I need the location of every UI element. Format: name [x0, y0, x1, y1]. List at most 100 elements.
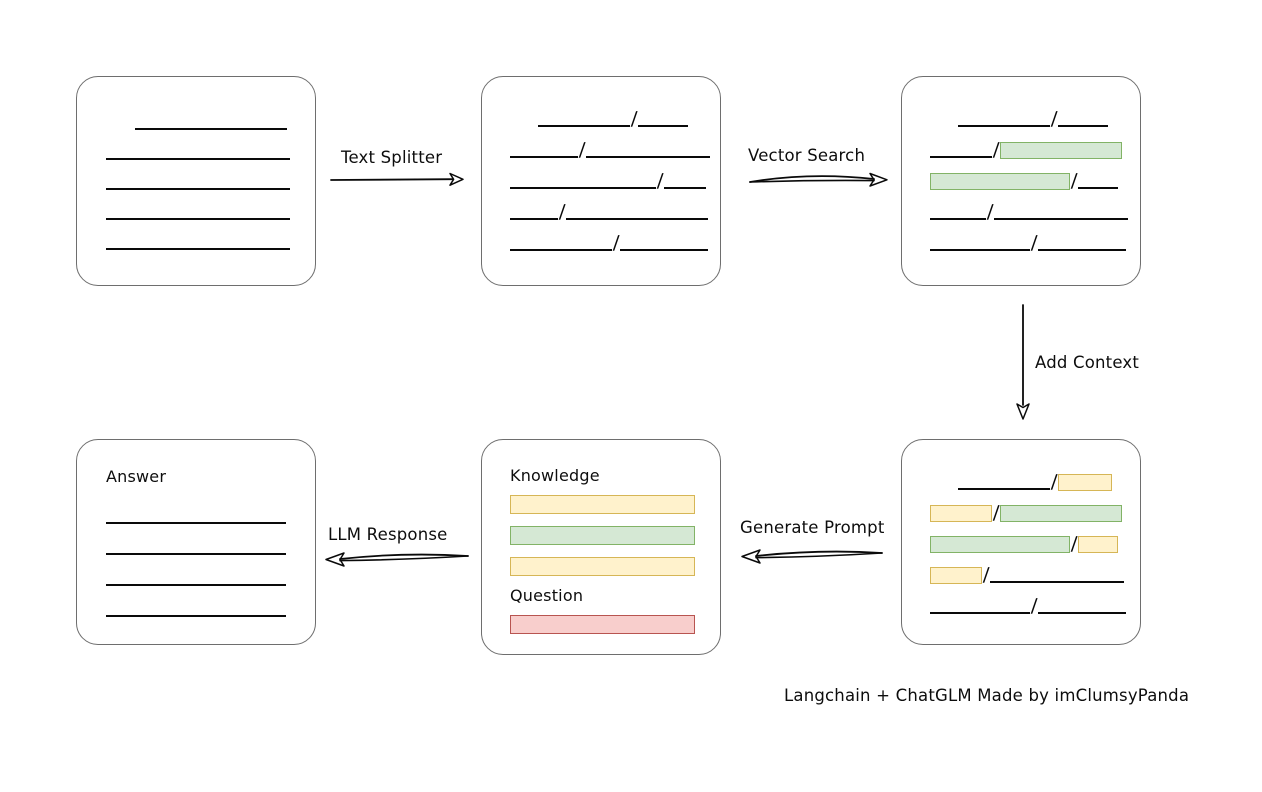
knowledge-label: Knowledge: [510, 466, 600, 485]
text-segment: [930, 218, 986, 220]
doc-line: /: [930, 200, 1129, 223]
context-chunk-highlight: [930, 566, 982, 584]
doc-line: /: [510, 138, 711, 161]
matched-chunk-highlight: [930, 535, 1070, 553]
doc-line: [106, 173, 290, 191]
text-segment: [510, 249, 612, 251]
arrow-label-generate-prompt: Generate Prompt: [740, 518, 885, 537]
text-segment: [538, 125, 630, 127]
matched-chunk-highlight: [930, 172, 1070, 190]
node-context-chunks[interactable]: / / / / /: [901, 439, 1141, 645]
chunk-separator: /: [992, 138, 1000, 161]
text-segment: [1038, 249, 1127, 251]
chunk-separator: /: [986, 200, 994, 223]
doc-line: [106, 203, 290, 221]
text-segment: [566, 218, 709, 220]
question-label: Question: [510, 586, 584, 605]
text-segment: [106, 615, 286, 617]
chunk-separator: /: [578, 138, 586, 161]
chunk-separator: /: [982, 563, 990, 586]
chunk-separator: /: [656, 169, 664, 192]
arrow-label-vector-search: Vector Search: [748, 146, 866, 165]
text-segment: [510, 156, 578, 158]
chunk-separator: /: [1070, 532, 1078, 555]
knowledge-bar: [510, 526, 695, 545]
text-segment: [620, 249, 709, 251]
doc-line: [106, 569, 286, 587]
text-segment: [930, 612, 1030, 614]
doc-line: /: [930, 138, 1123, 161]
node-split-chunks[interactable]: / / / / /: [481, 76, 721, 286]
doc-line: /: [930, 594, 1127, 617]
doc-line: [106, 600, 286, 618]
doc-line: /: [930, 169, 1119, 192]
chunk-separator: /: [992, 501, 1000, 524]
arrow-text-splitter: [330, 172, 464, 186]
arrow-label-add-context: Add Context: [1035, 353, 1140, 372]
node-source-document[interactable]: [76, 76, 316, 286]
doc-line: [106, 507, 286, 525]
node-answer[interactable]: Answer: [76, 439, 316, 645]
doc-line: [106, 538, 286, 556]
knowledge-bar: [510, 495, 695, 514]
arrow-add-context: [1016, 304, 1030, 420]
text-segment: [106, 158, 290, 160]
text-segment: [106, 522, 286, 524]
text-segment: [510, 187, 656, 189]
doc-line: [106, 233, 290, 251]
chunk-separator: /: [612, 231, 620, 254]
doc-line: /: [930, 532, 1119, 555]
text-segment: [930, 156, 992, 158]
text-segment: [510, 218, 558, 220]
text-segment: [930, 249, 1030, 251]
text-segment: [106, 218, 290, 220]
context-chunk-highlight: [1058, 473, 1113, 491]
text-segment: [1078, 187, 1119, 189]
text-segment: [135, 128, 287, 130]
arrow-generate-prompt: [741, 549, 883, 564]
text-segment: [106, 248, 290, 250]
text-segment: [958, 488, 1050, 490]
node-prompt[interactable]: Knowledge Question: [481, 439, 721, 655]
doc-line: /: [930, 231, 1127, 254]
doc-line: /: [930, 501, 1123, 524]
doc-line: /: [958, 470, 1113, 493]
chunk-separator: /: [1070, 169, 1078, 192]
doc-line: /: [538, 107, 689, 130]
arrow-vector-search: [749, 172, 888, 187]
doc-line: /: [930, 563, 1125, 586]
doc-line: [106, 143, 290, 161]
text-segment: [990, 581, 1125, 583]
text-segment: [106, 584, 286, 586]
doc-line: /: [510, 200, 709, 223]
context-chunk-highlight: [930, 504, 992, 522]
question-bar: [510, 615, 695, 634]
text-segment: [638, 125, 689, 127]
text-segment: [958, 125, 1050, 127]
node-vector-matches[interactable]: / / / / /: [901, 76, 1141, 286]
matched-chunk-highlight: [1000, 504, 1123, 522]
knowledge-bar: [510, 557, 695, 576]
chunk-separator: /: [1030, 594, 1038, 617]
chunk-separator: /: [630, 107, 638, 130]
arrow-label-text-splitter: Text Splitter: [341, 148, 443, 167]
text-segment: [1058, 125, 1109, 127]
text-segment: [1038, 612, 1127, 614]
footer-credit: Langchain + ChatGLM Made by imClumsyPand…: [784, 686, 1190, 705]
chunk-separator: /: [558, 200, 566, 223]
chunk-separator: /: [1050, 470, 1058, 493]
text-segment: [994, 218, 1129, 220]
doc-line: [135, 113, 287, 131]
doc-line: /: [958, 107, 1109, 130]
text-segment: [664, 187, 707, 189]
doc-line: /: [510, 231, 709, 254]
text-segment: [106, 188, 290, 190]
matched-chunk-highlight: [1000, 141, 1123, 159]
context-chunk-highlight: [1078, 535, 1119, 553]
chunk-separator: /: [1050, 107, 1058, 130]
text-segment: [106, 553, 286, 555]
text-segment: [586, 156, 711, 158]
chunk-separator: /: [1030, 231, 1038, 254]
answer-label: Answer: [106, 467, 167, 486]
